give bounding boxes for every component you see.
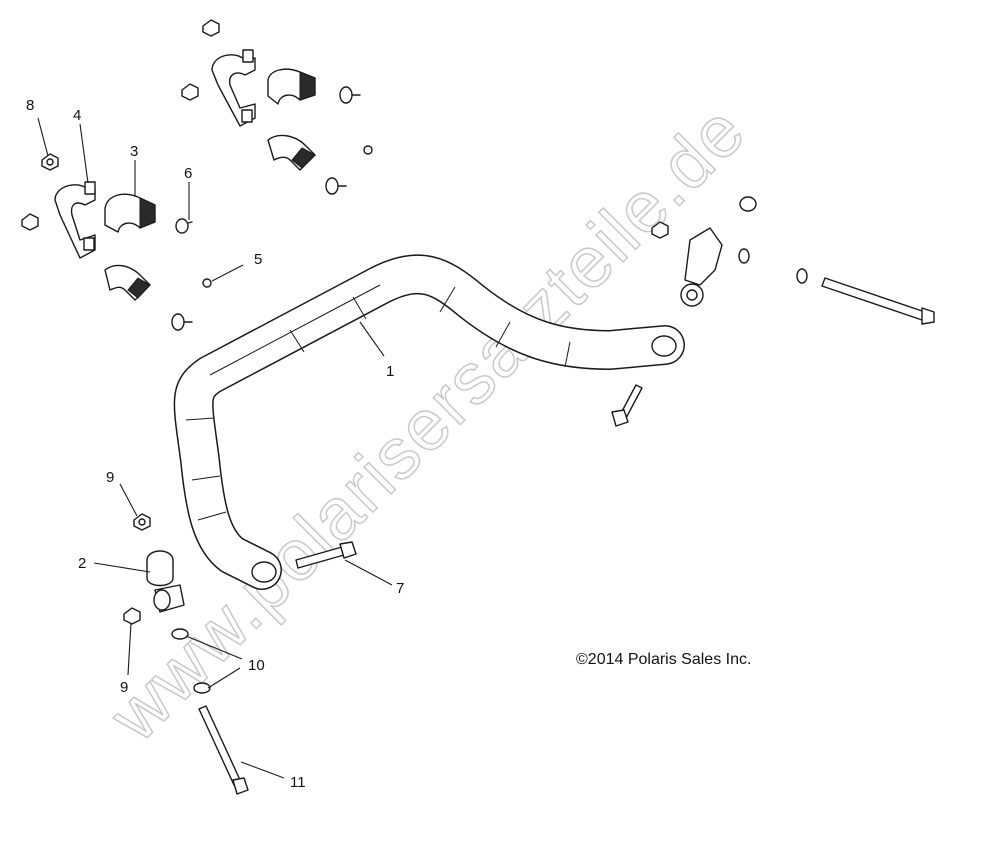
callout-5: 5 <box>254 251 262 268</box>
callout-9-lower: 9 <box>120 679 128 696</box>
callout-9-upper: 9 <box>106 469 114 486</box>
callout-7: 7 <box>396 580 404 597</box>
nut-9-upper <box>133 513 151 531</box>
bolt-mid <box>611 384 643 427</box>
bolt-upper-lower <box>325 177 347 195</box>
screw-upper <box>363 145 373 155</box>
leader-lines <box>37 117 393 779</box>
bolt-upper-right <box>339 86 361 104</box>
callout-1: 1 <box>386 363 394 380</box>
washer-10-b <box>193 682 211 694</box>
nut-left <box>21 213 39 231</box>
link-right <box>680 227 723 307</box>
screw-5 <box>202 278 212 288</box>
nut-9-lower <box>123 607 141 625</box>
washer-10-a <box>171 628 189 640</box>
link-2 <box>146 550 185 613</box>
bushing-upper <box>267 68 316 105</box>
long-bolt-11 <box>198 705 249 795</box>
callout-11: 11 <box>290 774 306 791</box>
stabilizer-bar <box>173 254 685 590</box>
copyright-text: ©2014 Polaris Sales Inc. <box>576 651 751 668</box>
nut-top <box>202 19 220 37</box>
callout-2: 2 <box>78 555 86 572</box>
callout-10: 10 <box>248 657 265 674</box>
nut-top-left <box>181 83 199 101</box>
bolt-7 <box>295 541 357 569</box>
callout-8: 8 <box>26 97 34 114</box>
cap-right <box>739 196 757 212</box>
long-bolt-right <box>821 277 935 325</box>
nut-right <box>651 221 669 239</box>
bracket-upper <box>211 49 256 127</box>
bolt-lower-left <box>171 313 193 331</box>
nut-8 <box>41 153 59 171</box>
washer-right-a <box>738 248 750 264</box>
bolt-6 <box>175 218 193 234</box>
bushing-3 <box>104 193 156 233</box>
callout-3: 3 <box>130 143 138 160</box>
bushing-half-upper <box>267 134 316 171</box>
bracket-4 <box>54 181 96 259</box>
callout-4: 4 <box>73 107 81 124</box>
bushing-half-lower-left <box>104 264 151 301</box>
washer-right-b <box>796 268 808 284</box>
callout-6: 6 <box>184 165 192 182</box>
